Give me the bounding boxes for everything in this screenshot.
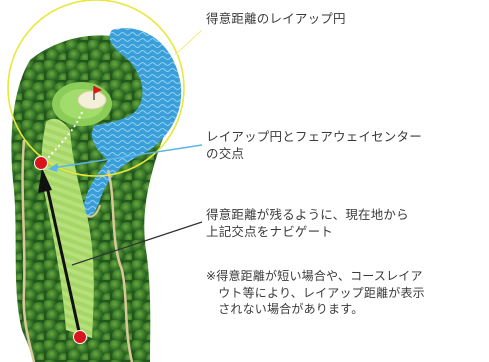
footnote: ※得意距離が短い場合や、コースレイア ウト等により、レイアップ距離が表示 されな… — [206, 269, 425, 316]
navigate-arrow — [44, 181, 82, 337]
fairway-center-line — [45, 111, 83, 161]
cart-path — [21, 139, 36, 362]
intersection-marker — [34, 156, 48, 170]
leader-line-3 — [71, 221, 203, 266]
layup-circle-label: 得意距離のレイアップ円 — [206, 11, 346, 26]
intersection-label: レイアップ円とフェアウェイセンター の交点 — [206, 129, 422, 161]
current-position-marker — [73, 330, 87, 344]
bunker — [77, 90, 107, 110]
fairway — [41, 118, 94, 338]
layup-circle — [7, 0, 185, 177]
leader-line-2 — [51, 144, 203, 169]
navigate-label: 得意距離が残るように、現在地から 上記交点をナビゲート — [206, 207, 409, 239]
water-hazard — [83, 28, 182, 217]
flag-icon — [94, 86, 102, 94]
